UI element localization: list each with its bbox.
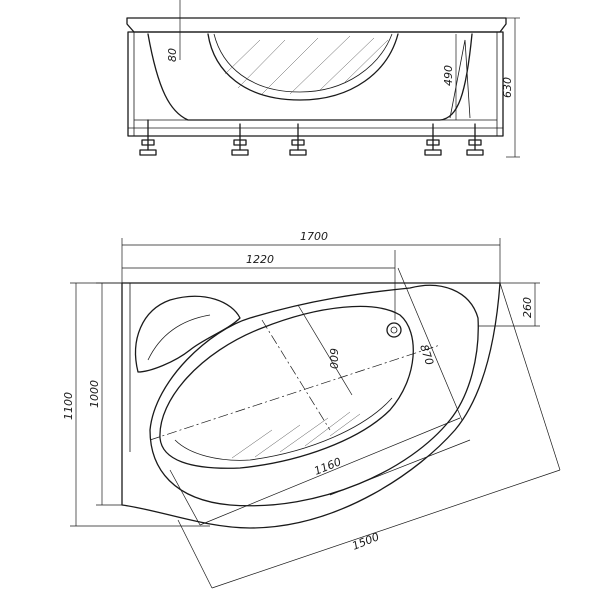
dim-80: 80 <box>166 0 181 62</box>
dim-260: 260 <box>478 282 540 327</box>
plan-basin-hatching <box>231 411 361 459</box>
dim-260-label: 260 <box>521 297 534 318</box>
plan-view: 1700 1220 260 870 600 116 <box>62 230 561 589</box>
dim-1500-label: 1500 <box>350 530 381 553</box>
dim-1700: 1700 <box>121 230 501 283</box>
dim-1220: 1220 <box>122 250 396 320</box>
dim-490-label: 490 <box>442 65 455 86</box>
dim-870-label: 870 <box>417 343 436 367</box>
dim-600: 600 <box>297 304 353 396</box>
dim-1000: 1000 <box>88 282 122 506</box>
dim-1220-label: 1220 <box>246 253 274 266</box>
dim-80-label: 80 <box>166 48 179 62</box>
dim-870: 870 <box>329 267 471 496</box>
plan-outline <box>121 282 501 529</box>
front-legs <box>139 119 484 156</box>
drain-icon <box>386 322 402 338</box>
front-tub-body <box>147 33 473 121</box>
plan-headrest <box>134 295 241 373</box>
front-window <box>207 33 399 101</box>
dim-630: 630 <box>501 17 520 158</box>
dim-630-label: 630 <box>501 77 514 98</box>
dim-1160-label: 1160 <box>312 455 343 478</box>
dim-1500: 1500 <box>177 282 561 589</box>
dim-600-label: 600 <box>327 348 340 369</box>
front-rim <box>126 17 507 33</box>
dim-1700-label: 1700 <box>300 230 328 243</box>
front-window-hatching <box>224 35 389 95</box>
front-view: 80 490 630 <box>126 0 520 158</box>
dim-1000-label: 1000 <box>88 380 101 408</box>
plan-basin <box>159 305 414 469</box>
front-frame <box>127 31 504 137</box>
dim-1100: 1100 <box>62 282 210 527</box>
dim-1160: 1160 <box>169 417 461 526</box>
dim-490: 490 <box>442 34 457 120</box>
plan-inner-rim <box>149 284 479 507</box>
dim-1100-label: 1100 <box>62 392 75 420</box>
